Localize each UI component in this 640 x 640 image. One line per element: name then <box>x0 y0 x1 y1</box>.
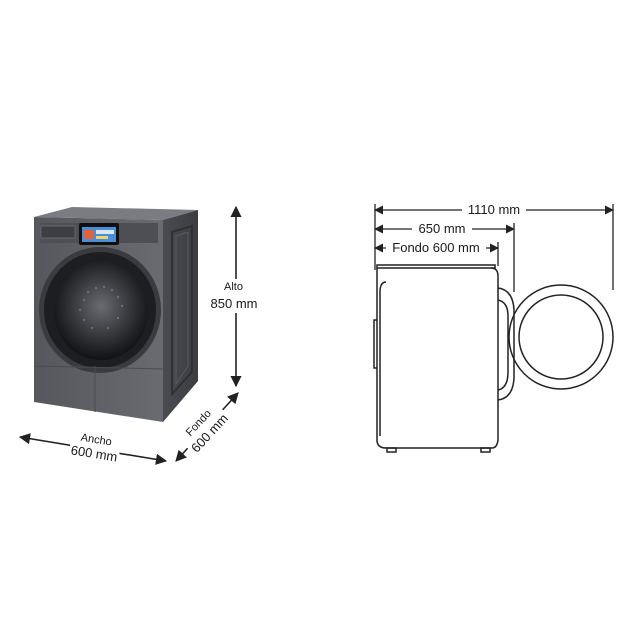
height-value: 850 mm <box>211 296 258 311</box>
height-label: Alto <box>224 281 243 293</box>
dryer-top <box>34 207 198 220</box>
open-door-outer <box>508 284 614 390</box>
body-depth-value: Fondo 600 mm <box>392 240 479 255</box>
dryer-illustration <box>33 207 198 422</box>
width-value: 600 mm <box>70 442 119 464</box>
open-door-inner <box>518 294 604 380</box>
side-foot-front <box>480 447 491 453</box>
side-view-drawing <box>373 264 614 453</box>
total-depth-value: 1110 mm <box>468 202 520 217</box>
width-label: Ancho <box>80 432 113 449</box>
side-body-outline <box>376 267 499 449</box>
door-glass <box>54 262 148 360</box>
door-depth-value: 650 mm <box>419 221 466 236</box>
side-foot-back <box>386 447 397 453</box>
